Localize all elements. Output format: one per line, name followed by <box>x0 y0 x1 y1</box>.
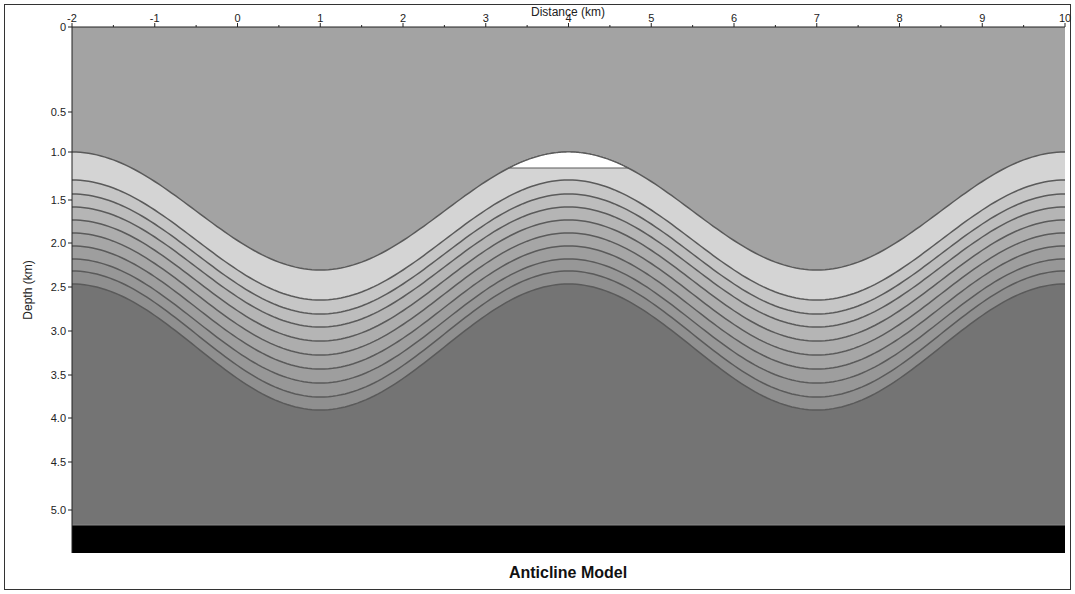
tick-mark <box>68 152 72 153</box>
tick-mark <box>68 27 72 28</box>
basement-layer <box>72 525 1065 553</box>
rock-layer <box>72 233 1065 525</box>
tick-mark <box>734 23 735 27</box>
tick-mark <box>403 23 404 27</box>
minor-tick <box>609 25 610 27</box>
figure-caption: Anticline Model <box>509 565 627 581</box>
tick-mark <box>899 23 900 27</box>
minor-tick <box>113 25 114 27</box>
tick-label: 6 <box>731 13 737 24</box>
tick-label: 0 <box>234 13 240 24</box>
tick-label: 1 <box>317 13 323 24</box>
tick-label: 1.0 <box>51 147 66 158</box>
rock-layer <box>72 152 1065 525</box>
tick-label: 8 <box>896 13 902 24</box>
rock-layer <box>72 284 1065 525</box>
minor-tick <box>940 25 941 27</box>
tick-mark <box>68 331 72 332</box>
tick-label: 9 <box>979 13 985 24</box>
tick-mark <box>651 23 652 27</box>
rock-layer <box>72 259 1065 525</box>
tick-mark <box>982 23 983 27</box>
tick-mark <box>1065 23 1066 27</box>
tick-label: 1.5 <box>51 195 66 206</box>
tick-mark <box>237 23 238 27</box>
tick-mark <box>568 23 569 27</box>
tick-mark <box>68 287 72 288</box>
minor-tick <box>858 25 859 27</box>
tick-mark <box>485 23 486 27</box>
rock-layer <box>72 220 1065 525</box>
tick-label: 4.0 <box>51 413 66 424</box>
tick-label: 2 <box>400 13 406 24</box>
minor-tick <box>775 25 776 27</box>
minor-tick <box>196 25 197 27</box>
overburden-layer <box>72 27 1065 553</box>
minor-tick <box>444 25 445 27</box>
tick-mark <box>68 510 72 511</box>
rock-layer <box>72 194 1065 525</box>
tick-label: 3.0 <box>51 326 66 337</box>
tick-label: 0.5 <box>51 107 66 118</box>
minor-tick <box>1023 25 1024 27</box>
tick-mark <box>68 462 72 463</box>
tick-label: 2.5 <box>51 282 66 293</box>
rock-layer <box>72 246 1065 525</box>
tick-label: 3.5 <box>51 370 66 381</box>
tick-mark <box>68 375 72 376</box>
minor-tick <box>278 25 279 27</box>
tick-mark <box>68 112 72 113</box>
minor-tick <box>527 25 528 27</box>
tick-mark <box>68 200 72 201</box>
minor-tick <box>692 25 693 27</box>
tick-label: 4 <box>565 13 571 24</box>
rock-layer <box>72 207 1065 525</box>
figure-frame <box>5 5 1071 590</box>
tick-label: 7 <box>814 13 820 24</box>
tick-mark <box>68 418 72 419</box>
tick-label: 10 <box>1059 13 1071 24</box>
tick-label: 2.0 <box>51 238 66 249</box>
layer-boundary <box>72 284 1065 410</box>
tick-mark <box>320 23 321 27</box>
tick-label: 5 <box>648 13 654 24</box>
tick-label: 5.0 <box>51 505 66 516</box>
y-axis <box>72 27 73 553</box>
tick-label: -1 <box>150 13 160 24</box>
basement-boundary <box>72 525 1065 526</box>
tick-label: 0 <box>60 22 66 33</box>
rock-layer <box>72 180 1065 525</box>
tick-mark <box>68 243 72 244</box>
tick-label: 3 <box>483 13 489 24</box>
tick-label: 4.5 <box>51 457 66 468</box>
tick-mark <box>72 23 73 27</box>
tick-mark <box>816 23 817 27</box>
axis-title: Depth (km) <box>22 260 34 319</box>
tick-mark <box>154 23 155 27</box>
gas-cap <box>509 152 628 168</box>
rock-layer <box>72 271 1065 525</box>
tick-label: -2 <box>67 13 77 24</box>
minor-tick <box>361 25 362 27</box>
